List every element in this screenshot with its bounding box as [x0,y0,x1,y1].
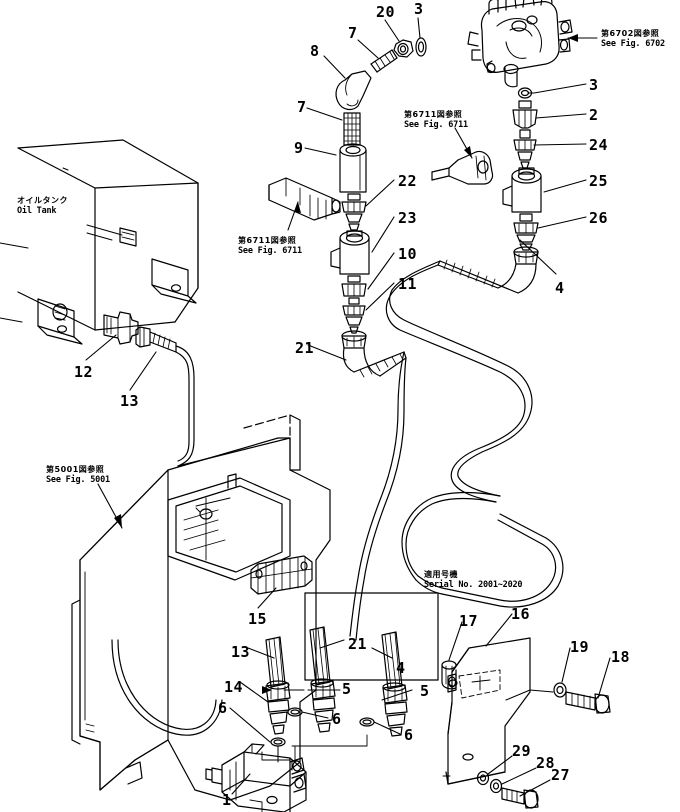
oil-tank-label-en: Oil Tank [17,206,57,216]
part-25-block [502,167,542,213]
callout-11: 11 [398,275,418,293]
ref-note-6711-upper: 第6711図参照 See Fig. 6711 [404,110,468,131]
part-29-washer [476,770,490,786]
callout-5-mid: 5 [342,680,352,698]
callout-8: 8 [310,42,320,60]
callout-18: 18 [611,648,631,666]
callout-6-left: 6 [218,699,228,717]
part-3-oring-top [415,37,427,57]
callout-12: 12 [74,363,94,381]
stack-13 [265,636,291,747]
callout-20: 20 [376,3,396,21]
callout-13-tank: 13 [120,392,140,410]
callout-19: 19 [570,638,590,656]
callout-9: 9 [294,139,304,157]
part-24-fitting [513,129,537,169]
part-9-cylinder [339,143,367,193]
callout-28: 28 [536,754,556,772]
callout-13-low: 13 [231,643,251,661]
serial-no-label-en: Serial No. 2001~2020 [424,580,523,590]
callout-2: 2 [589,106,599,124]
part-27-bolt [501,787,539,809]
elbow-fitting-left [341,330,407,378]
cover-guard-plate [71,414,331,801]
ref-note-6702-en: See Fig. 6702 [601,39,665,49]
part-7-nipple [343,112,361,146]
part-23-block [330,230,370,275]
callout-16: 16 [511,605,531,623]
callout-24: 24 [589,136,609,154]
callout-4-low: 4 [396,659,406,677]
stack-4 [359,631,408,737]
part-15-clamp [250,555,313,595]
callout-26: 26 [589,209,609,227]
part-26-fitting [513,213,539,251]
callout-1: 1 [222,791,232,809]
callout-17: 17 [459,612,479,630]
callout-7-upper: 7 [348,24,358,42]
part-1-pump [205,743,307,812]
part-16-plate [442,637,531,785]
callout-14: 14 [224,678,244,696]
right-fitting-stack [437,87,542,294]
ref-note-6711-upper-jp: 第6711図参照 [404,110,463,119]
leader-lines [85,17,611,797]
part-10-fitting [341,275,367,297]
callout-7-lower: 7 [297,98,307,116]
callout-21-low: 21 [348,635,368,653]
serial-no-label-jp: 適用号機 [424,570,458,579]
callout-27: 27 [551,766,571,784]
part-18-bolt [565,691,611,714]
ref-6711-fitting-lower [268,177,341,221]
ref-note-5001-en: See Fig. 5001 [46,475,110,485]
top-left-fittings [330,37,427,378]
callout-6-right: 6 [404,726,414,744]
part-11-fitting [342,297,366,334]
callout-6-mid: 6 [332,710,342,728]
part-28-washer [489,778,503,794]
ref-note-6702: 第6702図参照 See Fig. 6702 [601,29,665,50]
ref-note-6711-lower-jp: 第6711図参照 [238,236,297,245]
ref-note-6711-upper-en: See Fig. 6711 [404,120,468,130]
callout-23: 23 [398,209,418,227]
part-19-washer [553,682,567,698]
bottom-fitting-stacks [261,626,408,761]
callout-3-top: 3 [414,0,424,18]
control-valve-block [467,0,573,88]
serial-no-label: 適用号機 Serial No. 2001~2020 [424,570,523,591]
serial-box [304,592,439,681]
ref-note-5001-jp: 第5001図参照 [46,465,105,474]
part-13-tank-hose [135,326,195,467]
part-12-connector [103,311,139,345]
part-2-fitting [512,100,538,129]
callout-3-right: 3 [589,76,599,94]
ref-note-5001: 第5001図参照 See Fig. 5001 [46,465,110,486]
ref-note-6711-lower-en: See Fig. 6711 [238,246,302,256]
callout-21-upper: 21 [295,339,315,357]
callout-15: 15 [248,610,268,628]
part-8-elbow [335,70,372,111]
part-20-nut [393,39,414,58]
callout-4-upper: 4 [555,279,565,297]
callout-22: 22 [398,172,418,190]
part-22-fitting [341,193,367,231]
part-7-threaded-sleeve [370,49,398,73]
callout-25: 25 [589,172,609,190]
ref-note-6711-lower: 第6711図参照 See Fig. 6711 [238,236,302,257]
elbow-fitting-right [437,246,539,294]
callout-5-right: 5 [420,682,430,700]
callout-10: 10 [398,245,418,263]
callout-29: 29 [512,742,532,760]
oil-tank-label: オイルタンク Oil Tank [17,196,68,217]
ref-note-6702-jp: 第6702図参照 [601,29,660,38]
ref-6711-fitting-upper [431,150,494,185]
oil-tank-body [0,139,199,345]
oil-tank-label-jp: オイルタンク [17,196,68,205]
